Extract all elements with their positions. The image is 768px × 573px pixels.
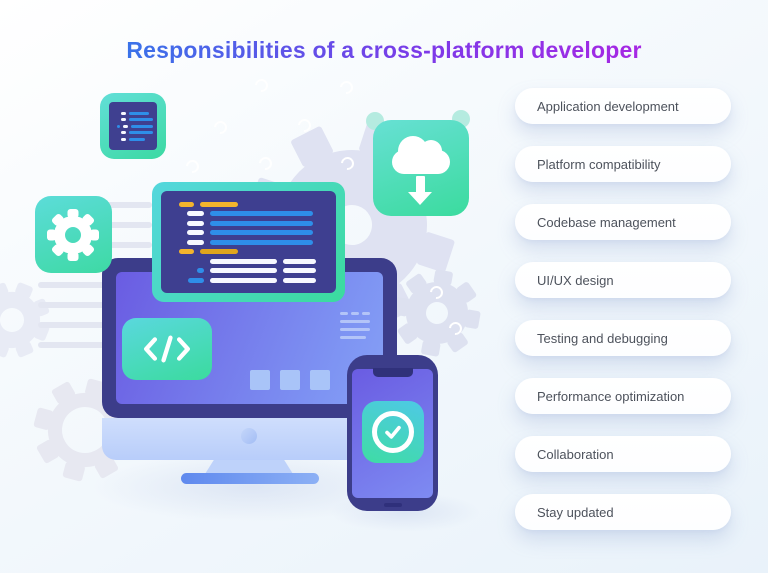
screen-tile bbox=[250, 370, 270, 390]
list-item-label: Stay updated bbox=[537, 504, 614, 520]
settings-gear-icon bbox=[35, 196, 112, 273]
sparkle-icon bbox=[337, 78, 356, 97]
code-window bbox=[152, 182, 345, 302]
list-item-label: Performance optimization bbox=[537, 388, 685, 404]
list-item[interactable]: Testing and debugging bbox=[515, 320, 731, 356]
list-item-label: Testing and debugging bbox=[537, 330, 668, 346]
list-item[interactable]: Codebase management bbox=[515, 204, 731, 240]
monitor-base bbox=[181, 473, 319, 484]
list-item[interactable]: Application development bbox=[515, 88, 731, 124]
list-item-label: UI/UX design bbox=[537, 272, 614, 288]
monitor-stand bbox=[205, 460, 293, 474]
list-item[interactable]: UI/UX design bbox=[515, 262, 731, 298]
list-item-label: Application development bbox=[537, 98, 679, 114]
screen-menu-lines bbox=[340, 312, 370, 344]
list-item[interactable]: Performance optimization bbox=[515, 378, 731, 414]
cloud-download-icon bbox=[373, 120, 469, 216]
download-arrow-icon bbox=[416, 176, 425, 194]
monitor-camera-icon bbox=[241, 428, 257, 444]
check-badge-icon bbox=[361, 401, 424, 463]
checkmark-icon bbox=[384, 425, 401, 439]
phone-home-indicator bbox=[383, 503, 402, 507]
list-item[interactable]: Platform compatibility bbox=[515, 146, 731, 182]
sparkle-icon bbox=[183, 157, 202, 176]
page-title: Responsibilities of a cross-platform dev… bbox=[0, 37, 768, 64]
sparkle-icon bbox=[211, 118, 230, 137]
list-item[interactable]: Collaboration bbox=[515, 436, 731, 472]
code-glyph-icon bbox=[144, 335, 190, 363]
phone-screen bbox=[352, 369, 433, 498]
screen-tile bbox=[280, 370, 300, 390]
list-item[interactable]: Stay updated bbox=[515, 494, 731, 530]
mini-code-lines bbox=[109, 102, 157, 150]
list-item-label: Collaboration bbox=[537, 446, 614, 462]
mini-code-window-icon bbox=[100, 93, 166, 159]
phone-notch bbox=[372, 368, 413, 377]
code-lines bbox=[161, 191, 336, 293]
phone bbox=[347, 355, 438, 511]
list-item-label: Platform compatibility bbox=[537, 156, 661, 172]
check-ring-icon bbox=[371, 411, 414, 453]
sparkle-icon bbox=[256, 154, 275, 173]
list-item-label: Codebase management bbox=[537, 214, 676, 230]
sparkle-icon bbox=[252, 76, 271, 95]
screen-tile bbox=[310, 370, 330, 390]
code-badge-icon bbox=[122, 318, 212, 380]
